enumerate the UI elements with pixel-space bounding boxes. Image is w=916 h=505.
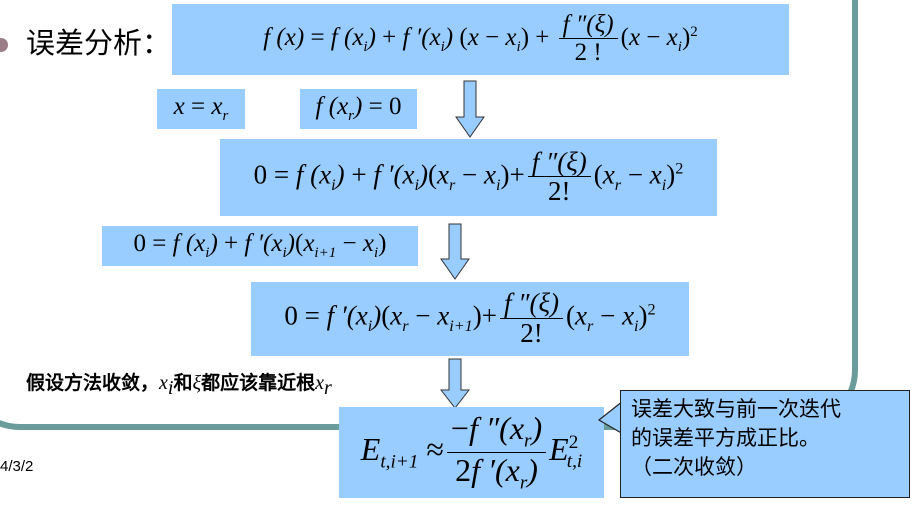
equation-subst-x: x = xr (157, 89, 245, 129)
convergence-note: 假设方法收敛，xi和ξ都应该靠近根xr (26, 372, 332, 399)
equation-error: Et,i+1 ≈−f ″(xr)2f ′(xr)E2t,i (339, 407, 604, 498)
slide-date: 4/3/2 (0, 458, 34, 475)
equation-root: 0 = f (xi) + f ′(xi)(xr − xi)+f ″(ξ)2!(x… (220, 139, 717, 216)
down-arrow-icon (455, 80, 485, 138)
bullet-icon (0, 38, 8, 52)
down-arrow-icon (440, 358, 470, 409)
equation-difference: 0 = f ′(xi)(xr − xi+1)+f ″(ξ)2!(xr − xi)… (251, 282, 689, 356)
equation-taylor: f (x) = f (xi) + f ′(xi) (x − xi) + f ″(… (172, 4, 789, 75)
equation-subst-f: f (xr) = 0 (300, 89, 417, 129)
down-arrow-icon (440, 223, 470, 280)
equation-taylor-render: f (x) = f (xi) + f ′(xi) (x − xi) + f ″(… (263, 11, 698, 67)
equation-newton: 0 = f (xi) + f ′(xi)(xi+1 − xi) (102, 226, 418, 266)
slide-heading: 误差分析： (26, 26, 172, 60)
callout-box: 误差大致与前一次迭代 的误差平方成正比。 （二次收敛） (620, 390, 910, 498)
